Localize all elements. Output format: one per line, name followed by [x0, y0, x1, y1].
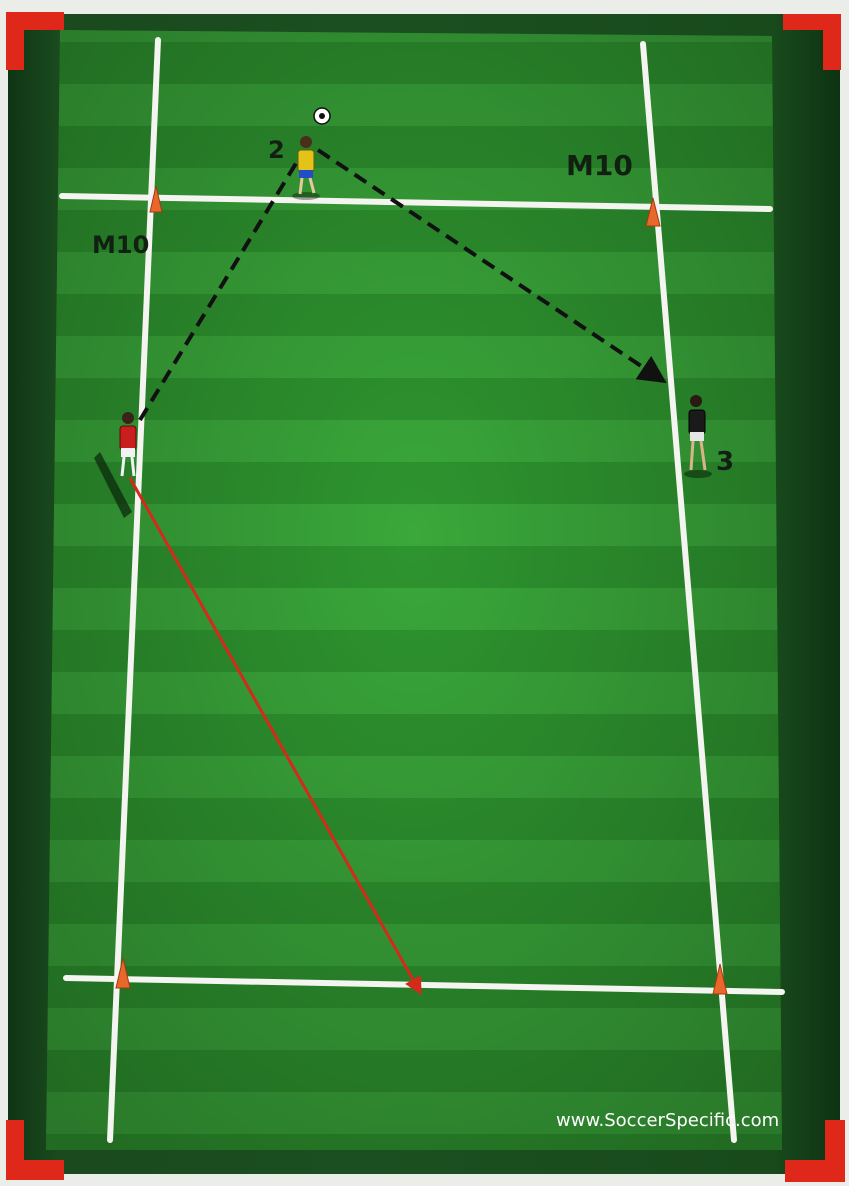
- zone-label-right: M10: [566, 149, 633, 182]
- player-shorts: [690, 432, 704, 441]
- player-shorts: [299, 170, 313, 178]
- watermark-text: www.SoccerSpecific.com: [556, 1110, 779, 1131]
- player-number-3: 3: [716, 447, 734, 477]
- player-leg: [132, 457, 134, 476]
- player-shadow: [684, 470, 712, 478]
- player-leg: [300, 178, 302, 194]
- player-head: [122, 412, 134, 424]
- player-icon: [298, 150, 314, 172]
- player-number-2: 2: [268, 136, 285, 164]
- zone-label-left: M10: [92, 231, 149, 259]
- player-leg: [691, 441, 693, 470]
- player-shadow: [292, 192, 320, 200]
- ball-patch: [319, 113, 325, 119]
- player-head: [300, 136, 312, 148]
- player-head: [690, 395, 702, 407]
- player-icon: [120, 426, 136, 450]
- player-icon: [689, 410, 705, 434]
- player-shorts: [121, 448, 135, 457]
- player-leg: [122, 457, 124, 476]
